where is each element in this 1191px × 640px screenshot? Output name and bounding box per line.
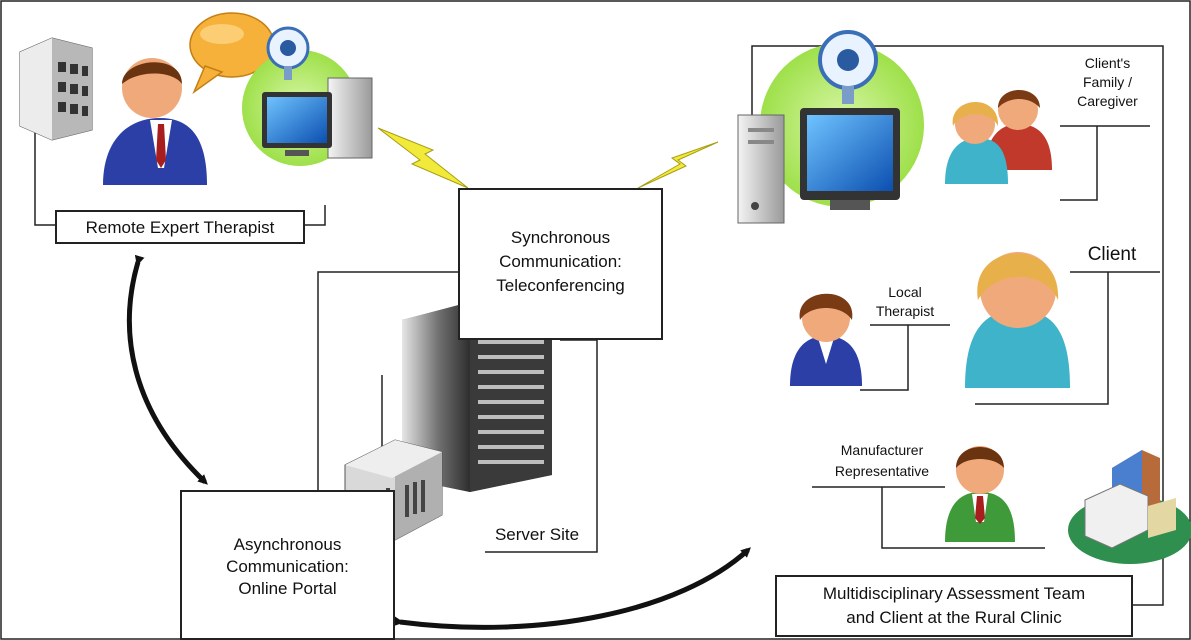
bidirectional-arrow	[393, 547, 751, 630]
family-label-line2: Family /	[1083, 74, 1132, 90]
lightning-bolt-icon	[377, 127, 469, 189]
rural-clinic-icon	[1068, 450, 1191, 564]
synchronous-label-line2: Communication:	[499, 252, 622, 271]
manufacturer-rep-icon	[945, 446, 1015, 542]
office-building-icon	[19, 37, 93, 141]
family-caregiver-icon	[945, 90, 1052, 184]
expert-person-icon	[103, 58, 207, 185]
remote-expert-box	[55, 210, 305, 244]
webcam-computer-icon	[737, 30, 924, 224]
synchronous-label-line1: Synchronous	[510, 228, 611, 247]
speech-bubble-icon	[189, 12, 275, 95]
asynchronous-label-line1: Asynchronous	[233, 535, 342, 554]
local-therapist-label-line2: Therapist	[875, 303, 935, 319]
client-label: Client	[1087, 244, 1137, 265]
local-therapist-icon	[790, 293, 862, 386]
team-box	[775, 575, 1133, 637]
client-person-icon	[965, 252, 1070, 388]
family-label-line3: Caregiver	[1077, 93, 1138, 109]
server-site-label: Server Site	[494, 525, 580, 544]
connector-lines	[34, 45, 1164, 606]
manufacturer-label-line2: Representative	[834, 463, 930, 479]
team-label-line1: Multidisciplinary Assessment Team	[822, 584, 1086, 603]
local-therapist-label-line1: Local	[888, 284, 922, 300]
family-label-line1: Client's	[1084, 55, 1131, 71]
asynchronous-box	[180, 490, 395, 640]
remote-expert-label: Remote Expert Therapist	[85, 218, 275, 237]
asynchronous-label-line2: Communication:	[226, 557, 349, 576]
asynchronous-label-line3: Online Portal	[238, 579, 337, 598]
webcam-computer-icon	[242, 26, 373, 166]
bidirectional-arrow	[126, 254, 208, 485]
server-tower-icon	[402, 302, 552, 492]
manufacturer-label-line1: Manufacturer	[840, 442, 924, 458]
synchronous-label-line3: Teleconferencing	[496, 276, 625, 295]
lightning-bolt-icon	[637, 141, 719, 189]
team-label-line2: and Client at the Rural Clinic	[846, 608, 1062, 627]
synchronous-box	[458, 188, 663, 340]
